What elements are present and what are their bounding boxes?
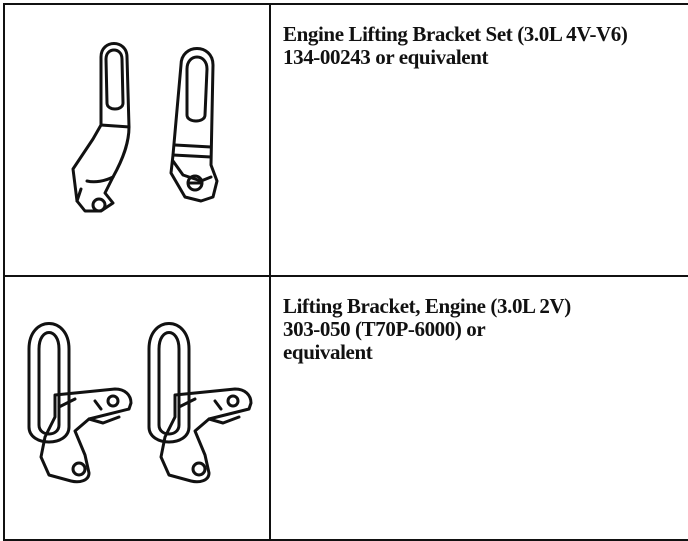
- lifting-bracket-engine-icon: [27, 322, 253, 484]
- tool-description-cell: Engine Lifting Bracket Set (3.0L 4V-V6) …: [269, 3, 688, 277]
- tool-name: Engine Lifting Bracket Set (3.0L 4V-V6): [283, 22, 628, 46]
- tool-image-cell: [3, 3, 271, 277]
- tool-row: Engine Lifting Bracket Set (3.0L 4V-V6) …: [3, 3, 688, 277]
- tool-part-number: 134-00243 or equivalent: [283, 45, 489, 69]
- engine-lifting-bracket-set-icon: [71, 42, 219, 213]
- tool-part-number-continued: equivalent: [283, 340, 373, 364]
- tool-part-number: 303-050 (T70P-6000) or: [283, 317, 486, 341]
- special-tools-table: Engine Lifting Bracket Set (3.0L 4V-V6) …: [3, 3, 688, 541]
- tool-row: Lifting Bracket, Engine (3.0L 2V) 303-05…: [3, 275, 688, 541]
- tool-name: Lifting Bracket, Engine (3.0L 2V): [283, 294, 571, 318]
- tool-description-cell: Lifting Bracket, Engine (3.0L 2V) 303-05…: [269, 275, 688, 541]
- tool-image-cell: [3, 275, 271, 541]
